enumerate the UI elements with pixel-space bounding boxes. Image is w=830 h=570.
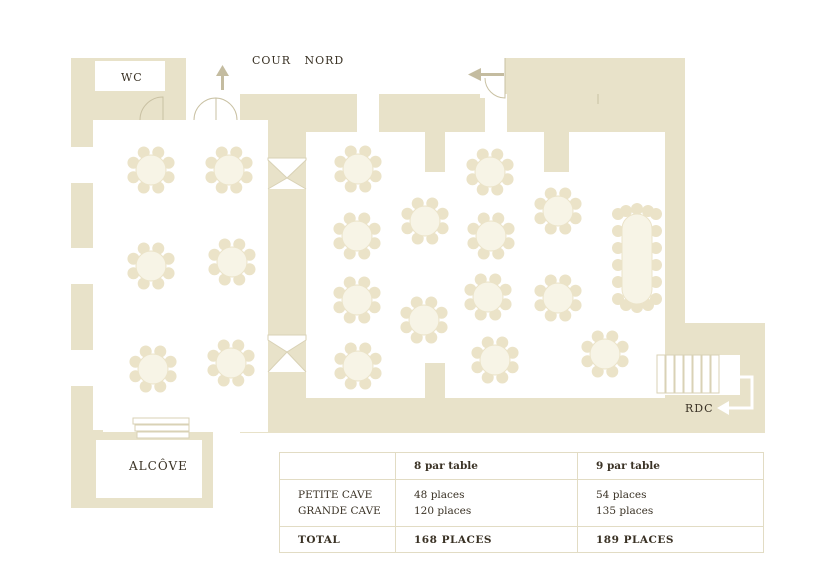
round-table [534,274,582,322]
alcove-room [96,440,202,498]
round-table [205,146,253,194]
round-table [127,242,175,290]
petite-eight: 48 places [414,489,465,501]
chair [650,259,662,271]
stairs-alcove [132,417,190,439]
table-top [408,304,440,336]
windows [71,94,507,386]
chair [612,242,624,254]
table-top [342,153,374,185]
tables [127,145,662,393]
round-table [400,296,448,344]
passages [267,157,307,373]
round-table [207,339,255,387]
table-top [589,338,621,370]
north-opening [480,58,505,98]
header-cell-empty [279,452,396,480]
arrow-return-head-icon [717,401,729,415]
table-top [474,156,506,188]
chair [612,225,624,237]
round-table [129,345,177,393]
arrow-left-icon [468,68,504,81]
header-9-par-table: 9 par table [577,452,764,480]
table-top [213,154,245,186]
table-row: PETITE CAVE GRANDE CAVE 48 places 120 pl… [279,479,764,527]
table-top [542,195,574,227]
rdc-label: RDC [685,402,714,415]
eight-values-cell: 48 places 120 places [395,479,578,527]
round-table [333,276,381,324]
nine-values-cell: 54 places 135 places [577,479,764,527]
capacity-table: 8 par table 9 par table PETITE CAVE GRAN… [279,452,764,553]
total-eight: 168 PLACES [395,526,578,553]
room-name-petite: PETITE CAVE [298,489,373,501]
table-top [135,154,167,186]
round-table [471,336,519,384]
grande-eight: 120 places [414,505,472,517]
table-top [475,220,507,252]
petite-nine: 54 places [596,489,647,501]
chair [650,225,662,237]
grande-nine: 135 places [596,505,654,517]
piers [268,104,569,398]
arrow-return-icon [726,375,754,410]
chair [631,203,643,215]
table-top [341,284,373,316]
banquet-table [612,203,662,313]
table-top [479,344,511,376]
round-table [334,342,382,390]
chair [650,242,662,254]
chair [620,205,632,217]
chair [650,276,662,288]
round-table [333,212,381,260]
wc-label: WC [121,71,143,84]
room-name-grande: GRANDE CAVE [298,505,381,517]
chair [612,259,624,271]
round-table [334,145,382,193]
table-top [137,353,169,385]
round-table [127,146,175,194]
table-top [542,282,574,314]
round-table [401,197,449,245]
doors [139,58,599,121]
north-passage [186,58,240,120]
header-8-par-table: 8 par table [395,452,578,480]
table-top [472,281,504,313]
cour-nord-label: COUR NORD [252,54,345,67]
table-top [409,205,441,237]
table-top [135,250,167,282]
round-table [467,212,515,260]
total-row: TOTAL 168 PLACES 189 PLACES [279,526,764,553]
table-top [216,246,248,278]
arrow-up-icon [216,65,229,90]
table-top [621,213,653,305]
chair [642,205,654,217]
table-top [215,347,247,379]
total-label: TOTAL [279,526,396,553]
table-top [342,350,374,382]
room-names-cell: PETITE CAVE GRANDE CAVE [279,479,396,527]
round-table [208,238,256,286]
alcove-label: ALCÔVE [129,459,188,473]
table-header-row: 8 par table 9 par table [279,452,764,480]
stairs-rdc [656,354,720,394]
chair [612,276,624,288]
round-table [581,330,629,378]
total-nine: 189 PLACES [577,526,764,553]
round-table [466,148,514,196]
round-table [534,187,582,235]
table-top [341,220,373,252]
wc-room [95,61,165,91]
round-table [464,273,512,321]
